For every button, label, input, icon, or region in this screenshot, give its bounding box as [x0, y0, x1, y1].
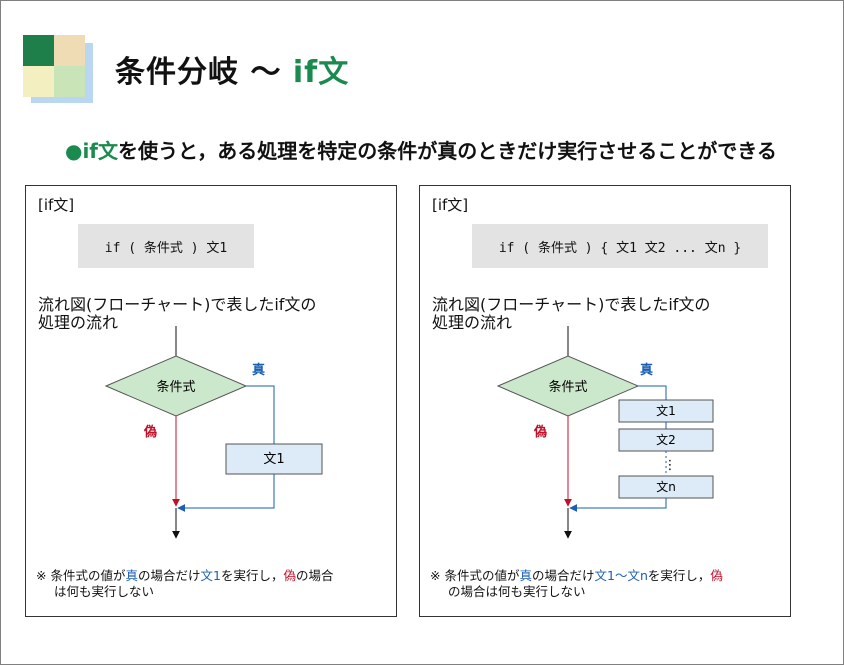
note-false-word: 偽: [283, 568, 296, 583]
page-title: 条件分岐 ～ if文: [115, 47, 349, 91]
note-mark: ※: [36, 568, 51, 583]
caption-line: 処理の流れ: [38, 313, 119, 332]
code-box: if ( 条件式 ) { 文1 文2 ... 文n }: [472, 224, 768, 268]
flowchart: 条件式 真 文1 偽: [104, 326, 323, 539]
true-branch-line: [638, 385, 667, 400]
statement-label: 文1: [656, 403, 676, 418]
title-keyword: if文: [292, 55, 350, 90]
true-label: 真: [640, 362, 653, 378]
logo-square-2: [54, 35, 85, 66]
note: ※ 条件式の値が真の場合だけ文1を実行し，偽の場合 は何も実行しない: [36, 568, 392, 600]
note-line: の場合は何も実行しない: [448, 584, 586, 599]
ellipsis: ⋮: [664, 458, 677, 473]
code-box: if ( 条件式 ) 文1: [78, 224, 254, 268]
caption-line: 処理の流れ: [432, 313, 513, 332]
bullet-icon: ●: [65, 139, 83, 163]
note-line: ※ 条件式の値が真の場合だけ文1を実行し，偽の場合: [36, 568, 392, 584]
flowchart-caption: 流れ図(フローチャート)で表したif文の 処理の流れ: [432, 296, 710, 332]
title-prefix: 条件分岐 ～: [115, 55, 293, 90]
true-return-arrow: [569, 498, 667, 512]
note-text: の場合だけ: [137, 568, 201, 583]
caption-line: 流れ図(フローチャート)で表したif文の: [432, 295, 711, 314]
true-return-arrow: [177, 474, 275, 512]
statement-label: 文1: [263, 452, 284, 467]
logo-square-4: [54, 66, 85, 97]
logo-square-1: [23, 35, 54, 66]
statement-label: 文2: [656, 432, 676, 447]
false-label: 偽: [143, 424, 157, 440]
note-line: は何も実行しない: [54, 584, 155, 599]
panel-label: [if文]: [432, 196, 469, 214]
right-panel: [if文] if ( 条件式 ) { 文1 文2 ... 文n } 流れ図(フロ…: [419, 185, 791, 617]
subtitle-keyword: if文: [82, 139, 119, 163]
note-text: 条件式の値が: [444, 568, 520, 583]
false-label: 偽: [533, 424, 547, 440]
logo-icon: [23, 35, 93, 103]
note-false-word: 偽: [710, 568, 723, 583]
statement-label: 文n: [656, 479, 676, 494]
note-true-word: 真: [125, 568, 138, 583]
note-text: 条件式の値が: [50, 568, 126, 583]
note-statement: 文1～文n: [594, 568, 648, 583]
subtitle-text: を使うと，ある処理を特定の条件が真のときだけ実行させることができる: [118, 139, 777, 163]
note-text: の場合: [295, 568, 334, 583]
note-text: を実行し，: [220, 568, 284, 583]
logo-square-3: [23, 66, 54, 97]
diamond-label: 条件式: [548, 379, 587, 395]
note-text: の場合だけ: [531, 568, 595, 583]
subtitle: ●if文を使うと，ある処理を特定の条件が真のときだけ実行させることができる: [65, 135, 777, 164]
diamond-label: 条件式: [156, 379, 195, 395]
left-panel: [if文] if ( 条件式 ) 文1 流れ図(フローチャート)で表したif文の…: [25, 185, 397, 617]
note-true-word: 真: [519, 568, 532, 583]
true-label: 真: [252, 362, 265, 378]
note-text: を実行し，: [647, 568, 711, 583]
flowchart: 条件式 真 文1 文2 ⋮ 文n 偽: [496, 326, 714, 539]
caption-line: 流れ図(フローチャート)で表したif文の: [38, 295, 317, 314]
note: ※ 条件式の値が真の場合だけ文1～文nを実行し，偽 の場合は何も実行しない: [430, 568, 786, 600]
true-branch-line: [246, 385, 275, 444]
panel-label: [if文]: [38, 196, 75, 214]
note-statement: 文1: [200, 568, 221, 583]
note-line: ※ 条件式の値が真の場合だけ文1～文nを実行し，偽: [430, 568, 786, 584]
flowchart-caption: 流れ図(フローチャート)で表したif文の 処理の流れ: [38, 296, 316, 332]
note-mark: ※: [430, 568, 445, 583]
